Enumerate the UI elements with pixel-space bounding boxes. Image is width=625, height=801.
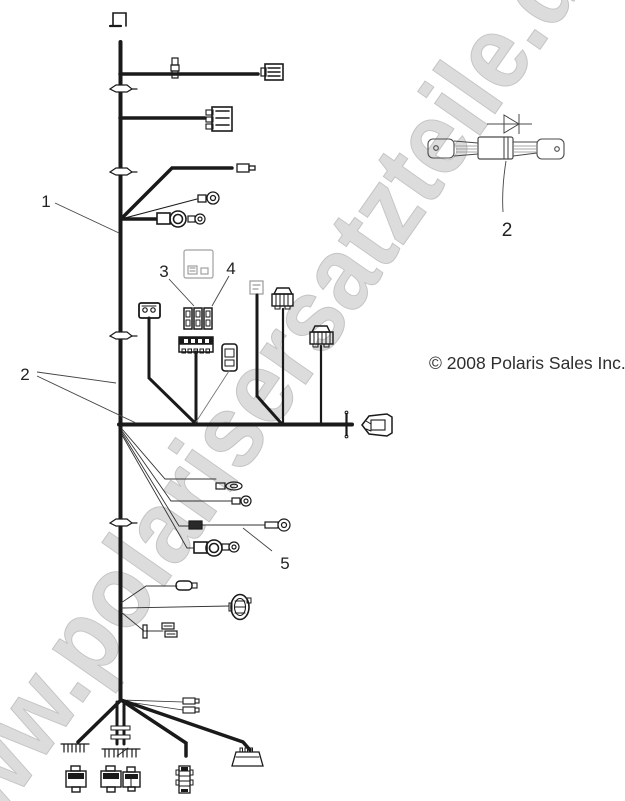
callout-labels: 1 2 3 4 5 2 bbox=[20, 192, 512, 573]
callout-2-left: 2 bbox=[20, 365, 29, 384]
mount-clip-icon bbox=[108, 12, 127, 28]
bus-clip-icon bbox=[344, 410, 349, 439]
leader-2-right bbox=[502, 160, 507, 213]
ring-terminal bbox=[197, 191, 220, 205]
round-multi-pin-connector bbox=[228, 593, 252, 621]
leader-3 bbox=[168, 278, 195, 307]
connector-square-right bbox=[260, 63, 284, 81]
harness-clip-icon bbox=[108, 167, 138, 176]
leader-1 bbox=[54, 202, 120, 234]
leader-lines bbox=[36, 160, 507, 552]
inline-connector-small bbox=[170, 57, 180, 79]
ring-terminal-3 bbox=[264, 518, 291, 532]
lug-terminal bbox=[156, 210, 187, 228]
callout-5: 5 bbox=[280, 554, 289, 573]
kinked-drop bbox=[147, 316, 197, 425]
bus-end-connector bbox=[361, 413, 393, 437]
lead-thin-ring bbox=[120, 198, 198, 220]
jumper-wire bbox=[427, 136, 565, 160]
fuse-block bbox=[178, 336, 214, 354]
diode-symbol-icon bbox=[487, 114, 532, 134]
spade-terminal-pair bbox=[182, 697, 200, 714]
relay-part-2 bbox=[100, 765, 122, 793]
inline-splice bbox=[188, 520, 203, 530]
relay-part-1 bbox=[65, 765, 87, 793]
blade-terminal-trio bbox=[183, 307, 213, 330]
connector-two-circle bbox=[138, 302, 161, 319]
thin-drop bbox=[195, 370, 230, 423]
splice-bar bbox=[142, 624, 148, 639]
harness-clip-icon bbox=[108, 84, 138, 93]
small-ring-terminal bbox=[187, 213, 206, 225]
callout-1: 1 bbox=[41, 192, 50, 211]
small-ring-terminal-2 bbox=[221, 541, 240, 553]
lower-junction-leads bbox=[120, 585, 230, 632]
diode-jumper-assembly bbox=[427, 114, 565, 160]
connector-3pin bbox=[205, 106, 233, 132]
leader-5 bbox=[242, 527, 273, 552]
gray-box-part bbox=[249, 280, 264, 295]
spade-ring-terminal bbox=[215, 481, 243, 491]
bottom-junction bbox=[60, 697, 264, 767]
connector-stacked-1 bbox=[271, 287, 294, 310]
fan-leads bbox=[121, 428, 266, 549]
harness-lines bbox=[60, 12, 393, 794]
trapezoid-connector bbox=[231, 747, 264, 767]
harness-clip-icon bbox=[108, 331, 138, 340]
connector-stacked-2 bbox=[309, 325, 334, 348]
branch-diagonal bbox=[119, 166, 234, 221]
leader-4 bbox=[211, 275, 230, 307]
leader-2a bbox=[36, 371, 117, 384]
callout-3: 3 bbox=[159, 262, 168, 281]
ribbed-connector-bottom bbox=[175, 765, 194, 794]
relay-outline-gray bbox=[183, 249, 214, 279]
leader-2b bbox=[36, 375, 137, 424]
twin-clips bbox=[110, 725, 131, 740]
drop-kinked-2 bbox=[255, 293, 283, 425]
connector-small-vertical bbox=[221, 343, 238, 372]
fork-terminal-comb-1 bbox=[60, 743, 90, 753]
harness-clip-icon bbox=[108, 518, 138, 527]
callout-4: 4 bbox=[226, 259, 235, 278]
bullet-terminal bbox=[236, 163, 256, 173]
ring-terminal-2 bbox=[231, 495, 252, 507]
copyright-notice: © 2008 Polaris Sales Inc. bbox=[429, 353, 625, 373]
callout-2-right: 2 bbox=[502, 220, 513, 241]
barrel-connector bbox=[175, 580, 198, 591]
double-spade-terminal bbox=[161, 622, 178, 638]
fork-terminal-comb-2 bbox=[101, 747, 141, 758]
relay-part-3 bbox=[122, 766, 141, 792]
